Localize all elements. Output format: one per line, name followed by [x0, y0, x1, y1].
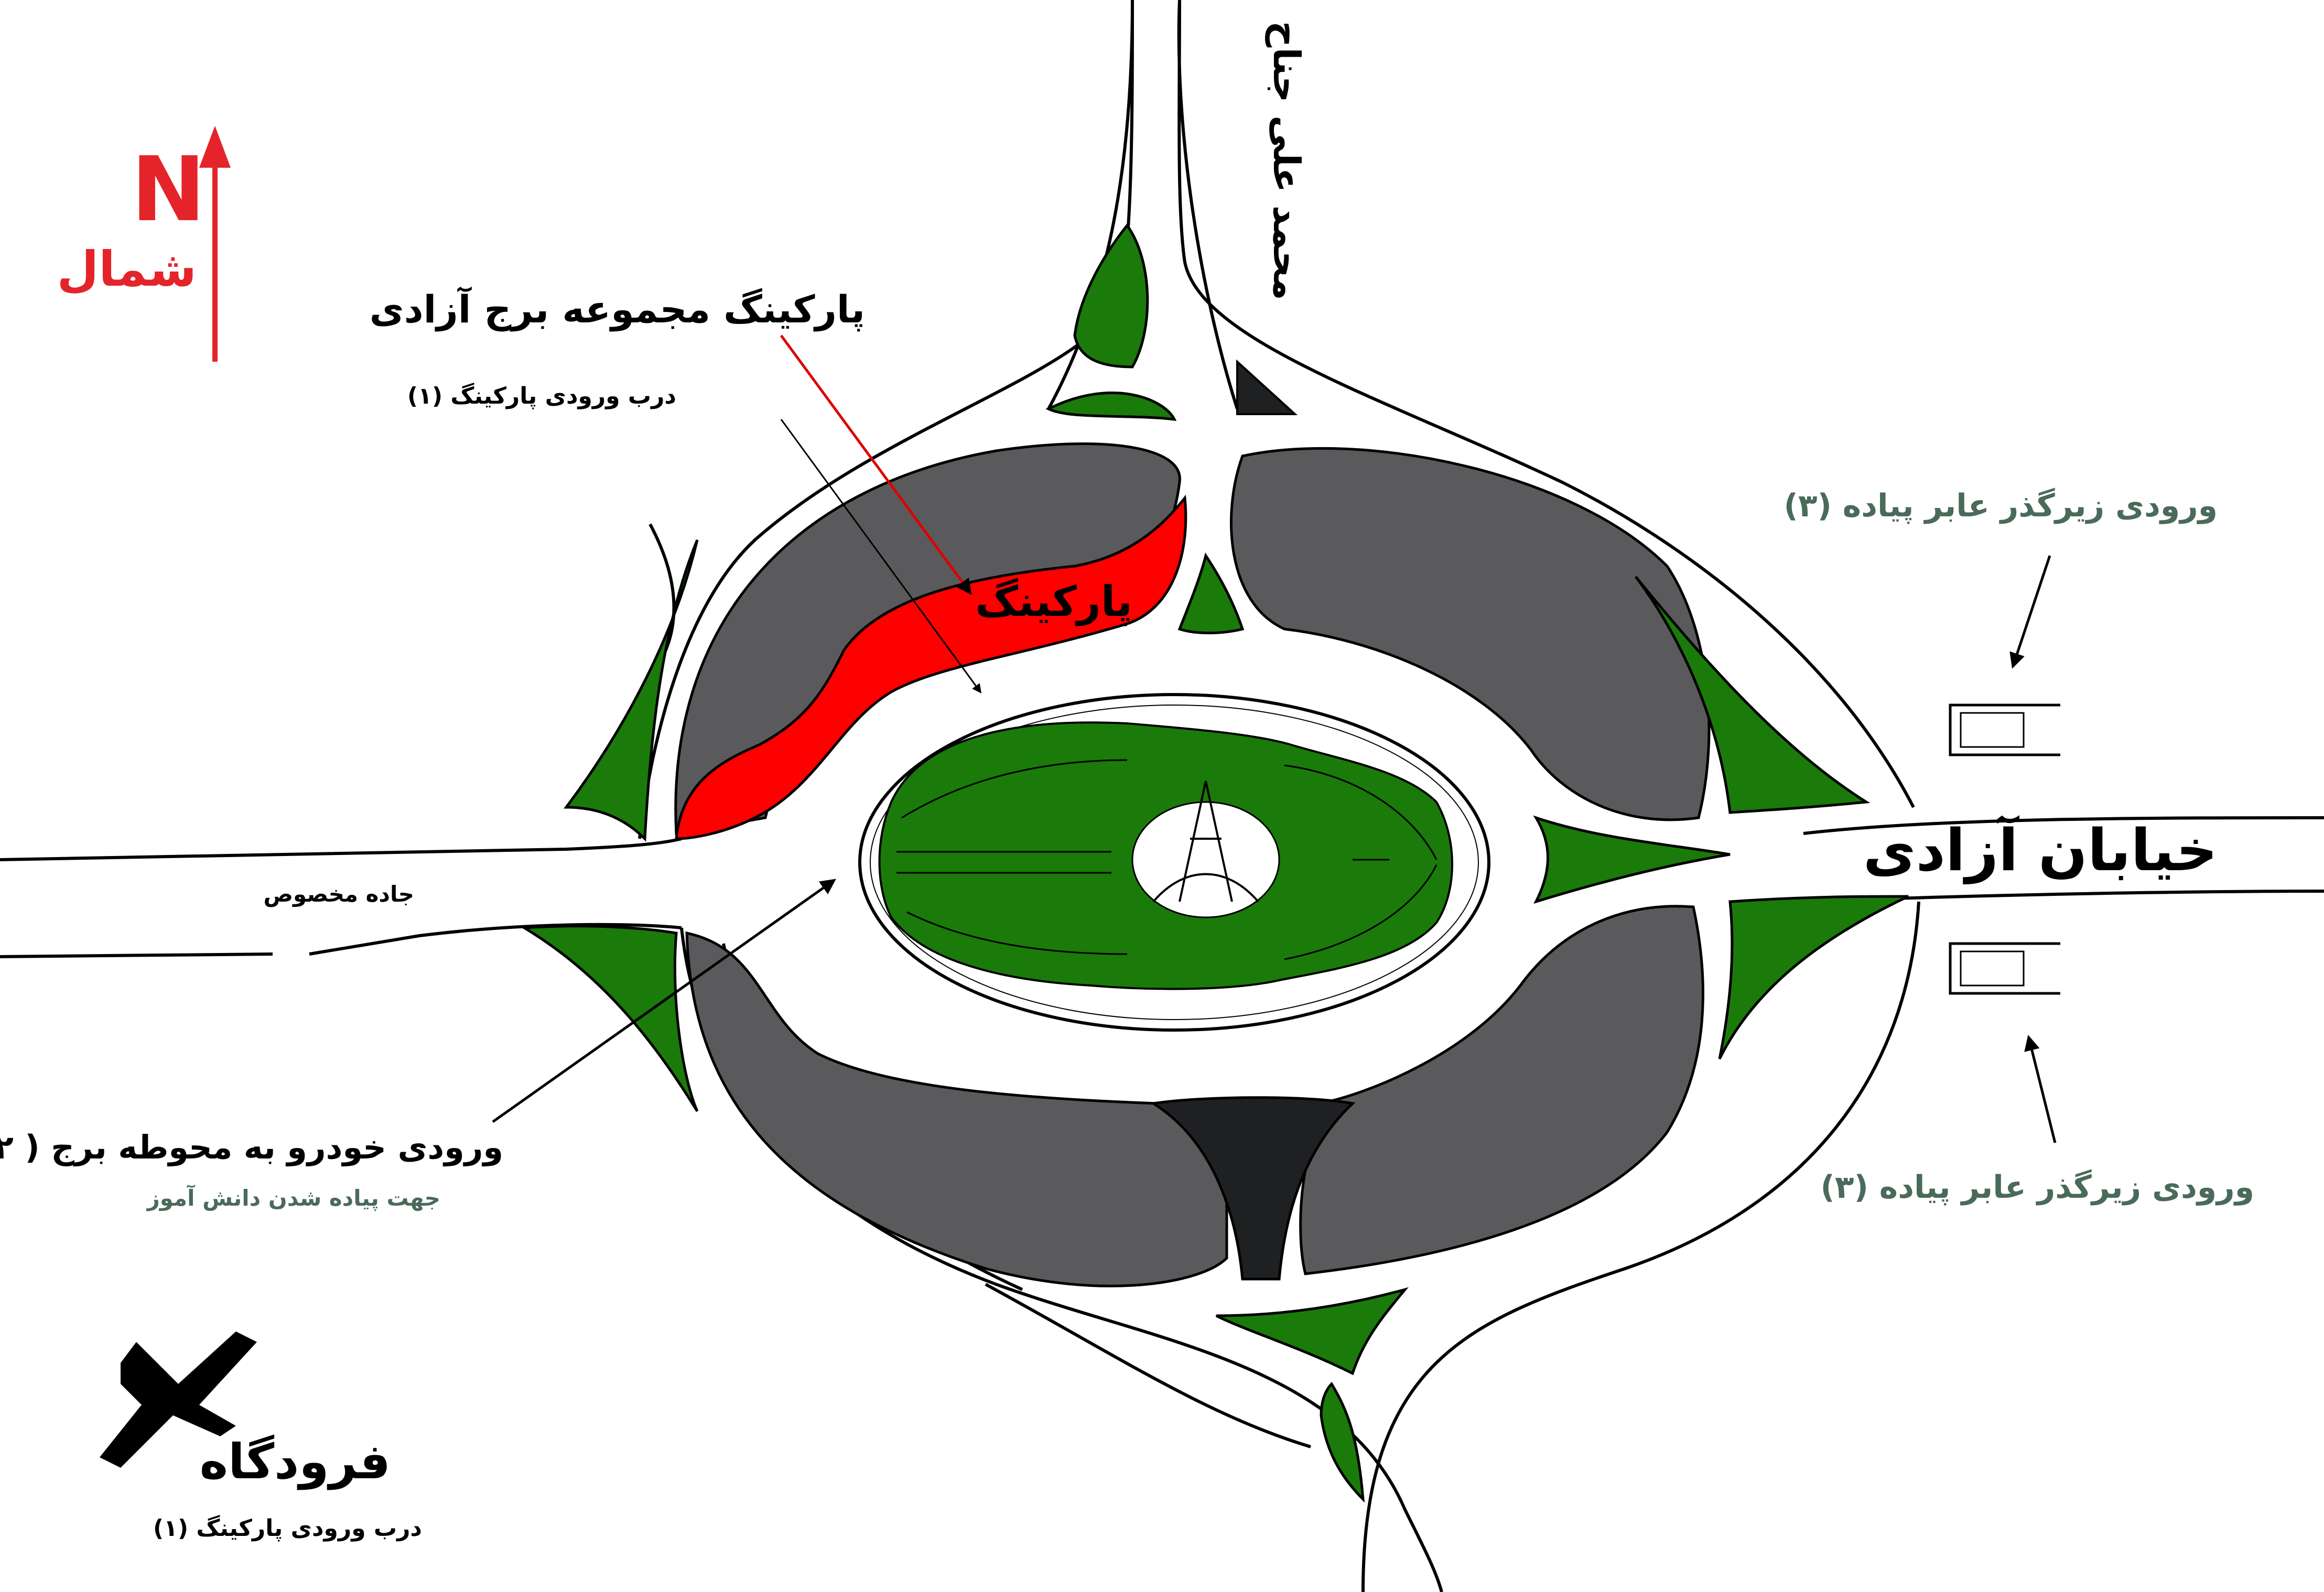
pointer-arrows [492, 334, 2057, 1143]
parking-sw [685, 931, 1228, 1287]
compass-letter: N [131, 138, 206, 242]
dark-wedge-north [1236, 359, 1298, 415]
compass-label: شمال [57, 241, 197, 297]
parking-area-label: پارکینگ [975, 577, 1132, 626]
azadi-tower-drawing [1152, 781, 1259, 903]
airport-subtitle: درب ورودی پارکینگ (۱) [153, 1515, 422, 1542]
parking-entrance-1: درب ورودی پارکینگ (۱) [407, 383, 676, 409]
underpass-icon-north [1949, 703, 2060, 756]
tower-oval [858, 693, 1490, 1032]
airplane-icon [100, 1331, 257, 1468]
street-label-west: جاده مخصوص [264, 881, 415, 907]
map-labels: محمد علی جناح خیابان آزادی جاده مخصوص پا… [0, 21, 2254, 1542]
red-parking-area [675, 494, 1187, 840]
underpass-label-north: ورودی زیرگذر عابر پیاده (۳) [1783, 488, 2218, 524]
parking-complex-title: پارکینگ مجموعه برج آزادی [370, 286, 865, 332]
parking-areas [674, 442, 1711, 1287]
underpass-label-south: ورودی زیرگذر عابر پیاده (۳) [1820, 1169, 2254, 1206]
street-label-north: محمد علی جناح [1265, 21, 1308, 300]
dark-wedge-south [1149, 1096, 1356, 1281]
street-label-east: خیابان آزادی [1863, 815, 2218, 884]
underpass-icon-south [1949, 942, 2060, 995]
green-islands [520, 223, 1909, 1503]
north-compass: N شمال [57, 126, 231, 362]
tower-entrance-title: ورودی خودرو به محوطه برج ( ۲ ) [0, 1128, 503, 1166]
tower-entrance-subtitle: جهت پیاده شدن دانش آموز [146, 1185, 440, 1211]
parking-ne [1230, 447, 1711, 821]
north-arrow-icon [199, 126, 231, 168]
airport-title: فرودگاه [200, 1434, 391, 1490]
